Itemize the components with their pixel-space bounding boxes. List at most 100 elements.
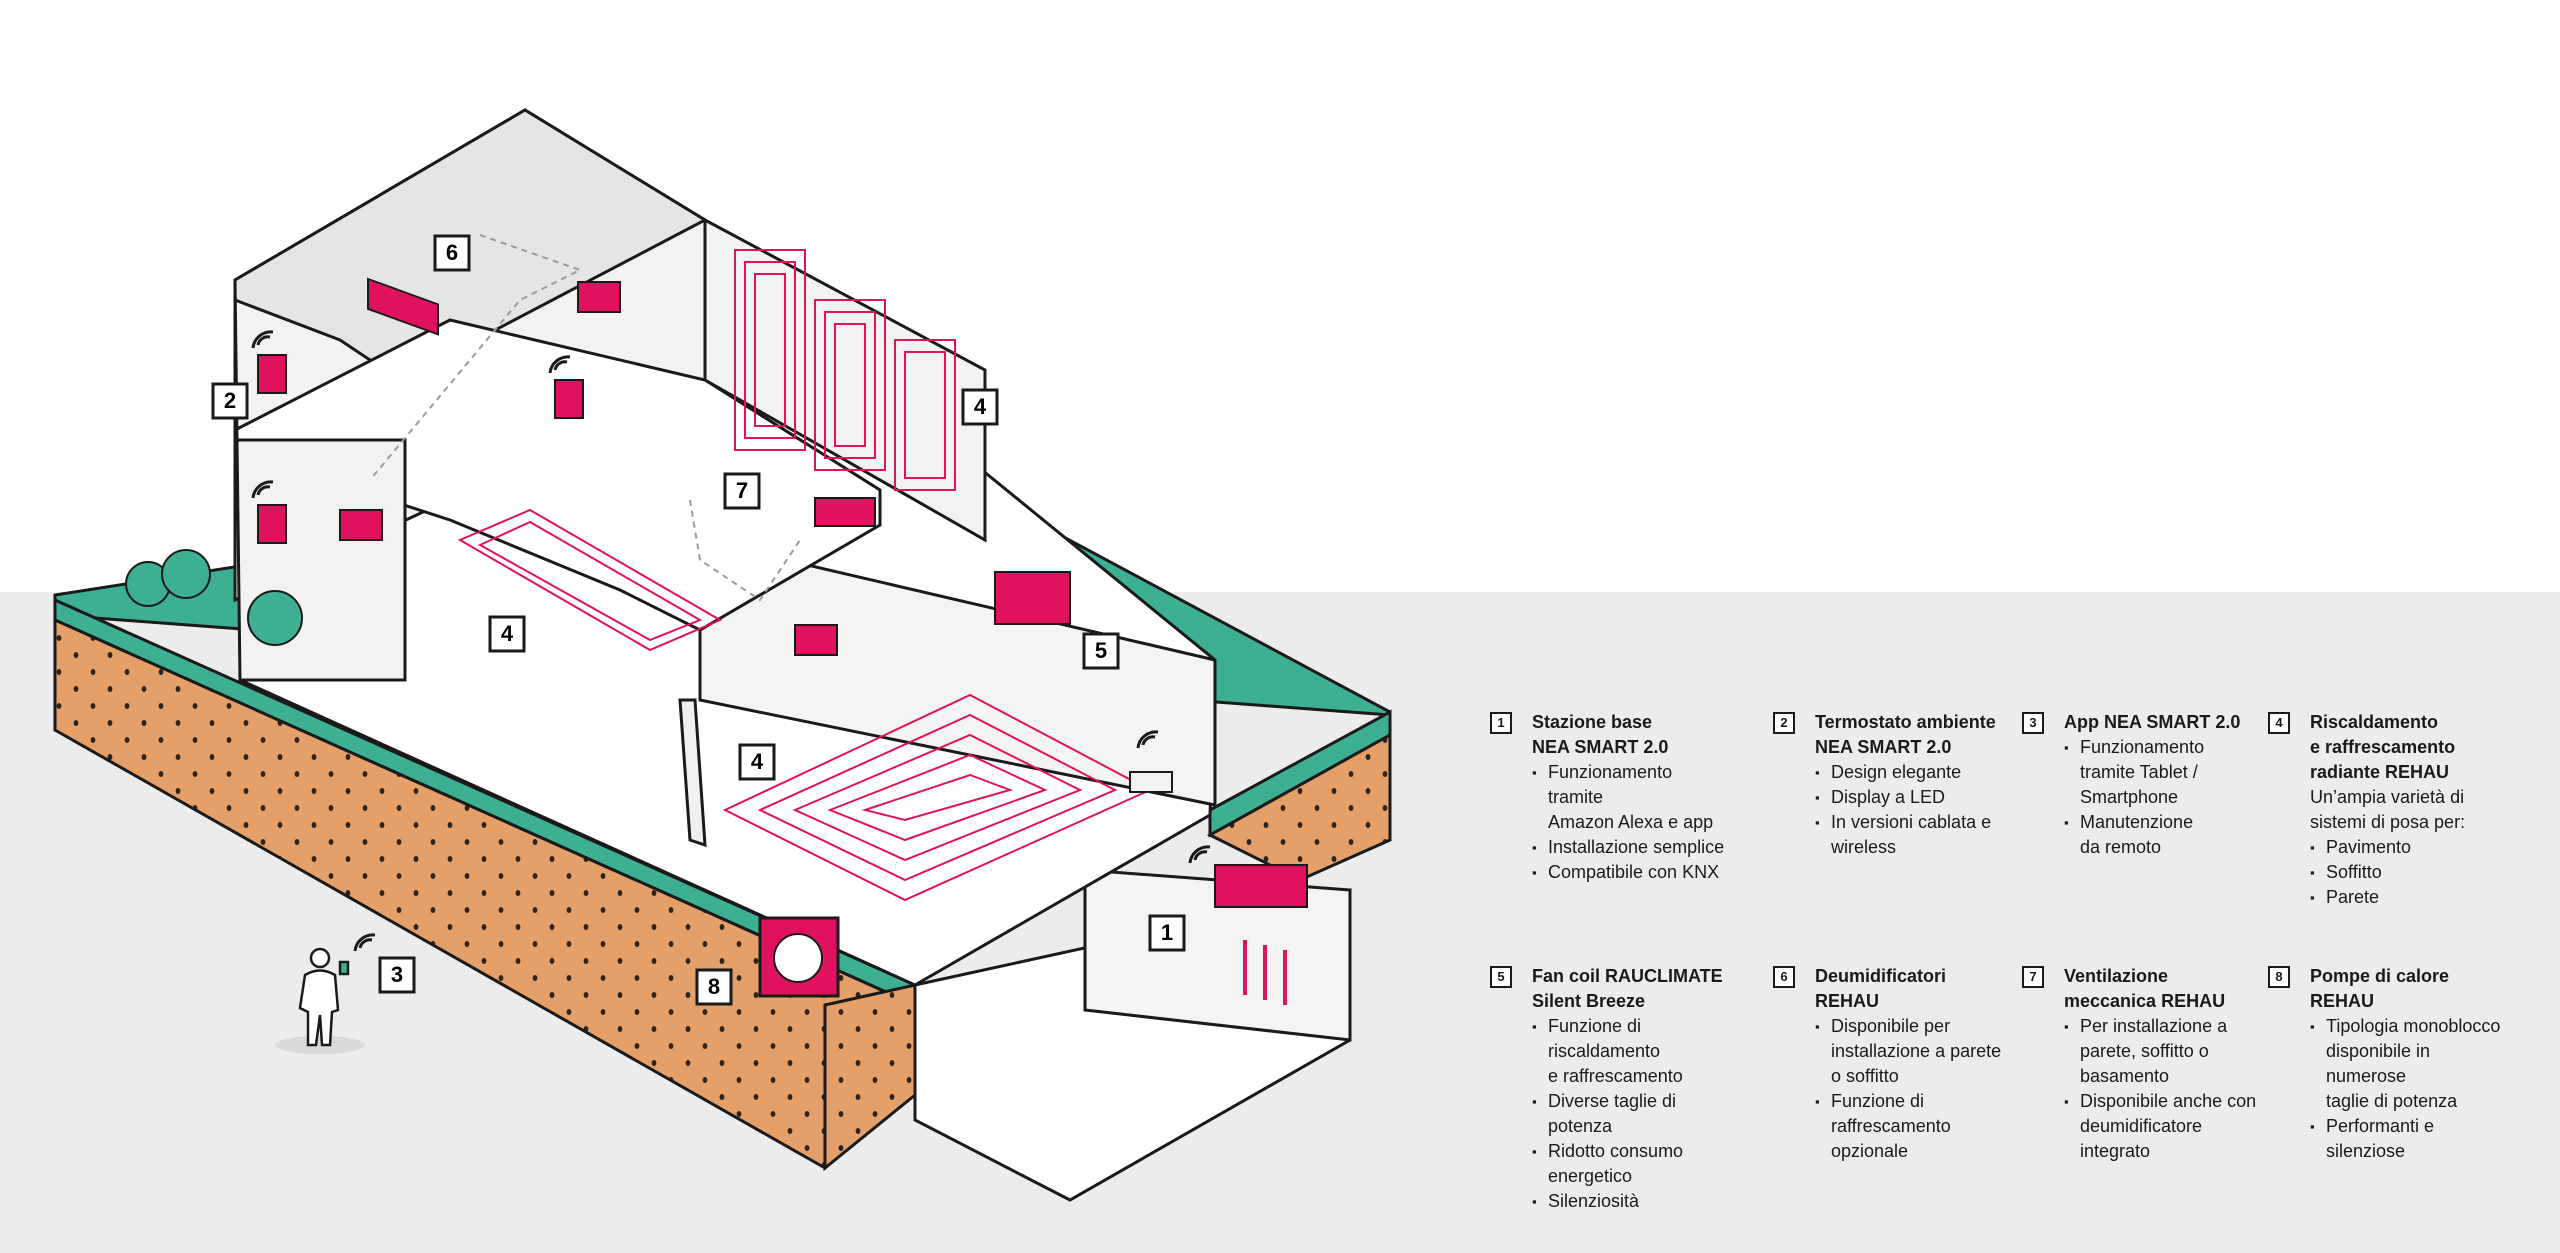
legend-number: 1	[1490, 712, 1512, 734]
list-item: Pavimento	[2310, 835, 2508, 860]
person-with-smartphone	[275, 947, 365, 1054]
ventilation-ducts	[369, 234, 801, 602]
wifi-icons	[251, 330, 1211, 952]
heat-pump-fan	[773, 933, 823, 983]
radiant-wall-panels	[734, 249, 956, 491]
legend-bullets: Funzionamento tramite Tablet / Smartphon…	[2064, 735, 2262, 860]
list-item: Silenziosità	[1532, 1189, 1730, 1214]
list-item: In versioni cablata e wireless	[1815, 810, 2013, 860]
list-item: Funzionamento tramite Amazon Alexa e app	[1532, 760, 1730, 835]
callout-6-label: 6	[446, 240, 458, 265]
callout-1: 1	[1148, 914, 1186, 952]
legend-number: 3	[2022, 712, 2044, 734]
callout-4-ground-floor: 4	[738, 743, 776, 781]
upper-right-wall	[703, 217, 987, 543]
legend: 1 Stazione base NEA SMART 2.0 Funzioname…	[1490, 710, 2550, 1214]
legend-number: 4	[2268, 712, 2290, 734]
list-item: Display a LED	[1815, 785, 2013, 810]
radiant-floor-upper	[457, 508, 723, 652]
list-item: Manutenzione da remoto	[2064, 810, 2262, 860]
fan-coil-unit	[994, 571, 1071, 625]
legend-title: Fan coil RAUCLIMATE Silent Breeze	[1532, 966, 1723, 1011]
ventilation-unit	[814, 497, 876, 527]
list-item: Diverse taglie di potenza	[1532, 1089, 1730, 1139]
dehumidifier-unit	[367, 277, 439, 336]
legend-item-2: 2 Termostato ambiente NEA SMART 2.0 Desi…	[1773, 710, 2013, 860]
legend-bullets: Funzionamento tramite Amazon Alexa e app…	[1532, 760, 1730, 885]
list-item: Disponibile per installazione a parete o…	[1815, 1014, 2013, 1089]
legend-title: Deumidificatori REHAU	[1815, 966, 1947, 1011]
legend-bullets: Per installazione a parete, soffitto o b…	[2064, 1014, 2262, 1164]
legend-intro: Un’ampia varietà di sistemi di posa per:	[2310, 787, 2466, 832]
list-item: Tipologia monoblocco disponibile in nume…	[2310, 1014, 2508, 1114]
callout-5-label: 5	[1095, 638, 1107, 663]
manifold-pipes	[1243, 940, 1287, 1005]
thermostat-lower	[257, 504, 287, 544]
legend-number: 8	[2268, 966, 2290, 988]
legend-title: Pompe di calore REHAU	[2310, 966, 2450, 1011]
legend-bullets: Design elegante Display a LED In version…	[1815, 760, 2013, 860]
callout-1-label: 1	[1161, 920, 1173, 945]
list-item: Funzione di riscaldamento e raffrescamen…	[1532, 1014, 1730, 1089]
legend-item-8: 8 Pompe di calore REHAU Tipologia monobl…	[2268, 964, 2508, 1164]
list-item: Installazione semplice	[1532, 835, 1730, 860]
legend-item-1: 1 Stazione base NEA SMART 2.0 Funzioname…	[1490, 710, 1730, 885]
legend-title: Stazione base NEA SMART 2.0	[1532, 712, 1669, 757]
legend-number: 5	[1490, 966, 1512, 988]
callout-3-label: 3	[391, 962, 403, 987]
callout-8-label: 8	[708, 974, 720, 999]
callout-4-upper-label: 4	[501, 621, 514, 646]
list-item: Design elegante	[1815, 760, 2013, 785]
legend-bullets: Funzione di riscaldamento e raffrescamen…	[1532, 1014, 1730, 1214]
vent-grille-upper	[577, 281, 621, 313]
list-item: Compatibile con KNX	[1532, 860, 1730, 885]
bushes	[125, 549, 303, 646]
thermostat-upper	[257, 354, 287, 394]
legend-bullets: Tipologia monoblocco disponibile in nume…	[2310, 1014, 2508, 1164]
legend-number: 2	[1773, 712, 1795, 734]
legend-item-4: 4 Riscaldamento e raffrescamento radiant…	[2268, 710, 2508, 910]
house-illustration: 1 2 3 4 4 4 5 6 7 8	[53, 108, 1392, 1202]
legend-title: Ventilazione meccanica REHAU	[2064, 966, 2226, 1011]
callout-5: 5	[1082, 632, 1120, 670]
soil-right-front	[823, 983, 917, 1172]
thermostat-room	[554, 379, 584, 419]
list-item: Performanti e silenziose	[2310, 1114, 2508, 1164]
callout-4-ground-label: 4	[751, 749, 764, 774]
base-station-router	[1129, 771, 1173, 793]
callout-2-label: 2	[224, 388, 236, 413]
callout-6: 6	[433, 234, 471, 272]
callout-8: 8	[695, 968, 733, 1006]
legend-title: App NEA SMART 2.0	[2064, 712, 2241, 732]
list-item: Parete	[2310, 885, 2508, 910]
legend-item-7: 7 Ventilazione meccanica REHAU Per insta…	[2022, 964, 2262, 1164]
list-item: Ridotto consumo energetico	[1532, 1139, 1730, 1189]
list-item: Per installazione a parete, soffitto o b…	[2064, 1014, 2262, 1089]
legend-item-6: 6 Deumidificatori REHAU Disponibile per …	[1773, 964, 2013, 1164]
callout-4-wall-label: 4	[974, 394, 987, 419]
list-item: Funzione di raffrescamento opzionale	[1815, 1089, 2013, 1164]
vent-grille-mid	[794, 624, 838, 656]
legend-item-5: 5 Fan coil RAUCLIMATE Silent Breeze Funz…	[1490, 964, 1730, 1214]
partition-wall	[678, 698, 707, 848]
legend-bullets: Disponibile per installazione a parete o…	[1815, 1014, 2013, 1164]
radiant-floor-spiral	[722, 693, 1153, 902]
callout-7: 7	[723, 472, 761, 510]
legend-item-3: 3 App NEA SMART 2.0 Funzionamento tramit…	[2022, 710, 2262, 860]
legend-bullets: Pavimento Soffitto Parete	[2310, 835, 2508, 910]
legend-title: Riscaldamento e raffrescamento radiante …	[2310, 712, 2456, 782]
devices	[257, 277, 1308, 1005]
vent-grille-left	[339, 509, 383, 541]
legend-number: 6	[1773, 966, 1795, 988]
callout-4-upper-floor: 4	[488, 615, 526, 653]
list-item: Disponibile anche con deumidificatore in…	[2064, 1089, 2262, 1164]
list-item: Soffitto	[2310, 860, 2508, 885]
callout-3: 3	[378, 956, 416, 994]
legend-number: 7	[2022, 966, 2044, 988]
list-item: Funzionamento tramite Tablet / Smartphon…	[2064, 735, 2262, 810]
legend-title: Termostato ambiente NEA SMART 2.0	[1815, 712, 1996, 757]
callout-7-label: 7	[736, 478, 748, 503]
callout-2: 2	[211, 382, 249, 420]
callout-4-wall: 4	[961, 388, 999, 426]
manifold-unit	[1214, 864, 1308, 908]
